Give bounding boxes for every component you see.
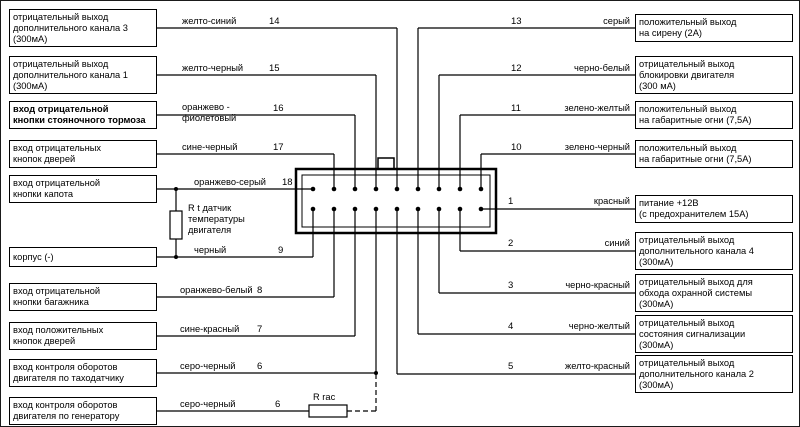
- door-pos-buttons-input-box: вход положительных кнопок дверей: [9, 322, 157, 350]
- connector-pins: [310, 186, 484, 212]
- parking-lights-output-1-box: положительный выход на габаритные огни (…: [635, 101, 793, 129]
- wire-color-label: черно-белый: [574, 63, 630, 73]
- trunk-button-input-box: вход отрицательной кнопки багажника: [9, 283, 157, 311]
- wire-color-label: зелено-желтый: [564, 103, 630, 113]
- pin-number-label: 14: [269, 16, 280, 27]
- wire-color-label: красный: [593, 196, 630, 206]
- bypass-output-box: отрицательный выход для обхода охранной …: [635, 274, 793, 312]
- neg-output-ch4-box: отрицательный выход дополнительного кана…: [635, 232, 793, 270]
- neg-output-ch2-box: отрицательный выход дополнительного кана…: [635, 355, 793, 393]
- wire-color-label: сине-черный: [182, 142, 238, 152]
- pin-number-label: 3: [508, 280, 514, 291]
- pin-number-label: 13: [511, 16, 522, 27]
- pin-number-label: 1: [508, 196, 514, 207]
- wire-color-label: черный: [194, 245, 227, 255]
- wire-color-label: черно-красный: [565, 280, 630, 290]
- pin-number-label: 8: [257, 285, 263, 296]
- pin-number-label: 10: [511, 142, 522, 153]
- wire-color-label: желто-синий: [182, 16, 237, 26]
- wire-color-label: серо-черный: [180, 399, 236, 409]
- ground-box: корпус (-): [9, 247, 157, 267]
- pin-number-label: 2: [508, 238, 514, 249]
- tacho-rpm-input-box: вход контроля оборотов двигателя по тахо…: [9, 359, 157, 387]
- connector-inner-outline: [301, 174, 491, 228]
- hood-button-input-box: вход отрицательной кнопки капота: [9, 175, 157, 203]
- parking-brake-input-box: вход отрицательной кнопки стояночного то…: [9, 101, 157, 129]
- parking-lights-output-2-box: положительный выход на габаритные огни (…: [635, 140, 793, 168]
- pin-number-label: 6: [257, 361, 263, 372]
- connector-body: [294, 167, 498, 235]
- pin-number-label: 18: [282, 177, 293, 188]
- temp-sensor-label: R t датчик температуры двигателя: [188, 203, 245, 235]
- wire-lines: [157, 27, 635, 412]
- wire-color-label: оранжево - фиолетовый: [182, 102, 237, 123]
- siren-output-box: положительный выход на сирену (2А): [635, 14, 793, 42]
- wire-color-label: черно-желтый: [568, 321, 630, 331]
- wire-color-label: оранжево-белый: [180, 285, 253, 295]
- engine-block-output-box: отрицательный выход блокировки двигателя…: [635, 56, 793, 94]
- pin-number-label: 17: [273, 142, 284, 153]
- pin-number-label: 7: [257, 324, 263, 335]
- pin-number-label: 11: [511, 103, 521, 114]
- alarm-status-output-box: отрицательный выход состояния сигнализац…: [635, 315, 793, 353]
- neg-output-ch3-box: отрицательный выход дополнительного кана…: [9, 9, 157, 47]
- wire-color-label: оранжево-серый: [194, 177, 267, 187]
- rrac-resistor: [308, 404, 348, 418]
- wire-color-label: серо-черный: [180, 361, 236, 371]
- wire-color-label: желто-черный: [182, 63, 244, 73]
- wire-color-label: синий: [604, 238, 630, 248]
- wire-color-label: серый: [603, 16, 630, 26]
- pin-number-label: 9: [278, 245, 284, 256]
- dashed-wire-lines: [347, 373, 377, 412]
- pin-number-label: 12: [511, 63, 522, 74]
- wire-color-label: желто-красный: [565, 361, 630, 371]
- pin-number-label: 15: [269, 63, 280, 74]
- neg-output-ch1-box: отрицательный выход дополнительного кана…: [9, 56, 157, 94]
- rrac-resistor-label: R rac: [313, 392, 336, 402]
- pin-number-label: 6: [275, 399, 281, 410]
- door-neg-buttons-input-box: вход отрицательных кнопок дверей: [9, 140, 157, 168]
- junction-dots: [174, 187, 378, 375]
- wire-color-label: зелено-черный: [564, 142, 630, 152]
- pin-number-label: 5: [508, 361, 514, 372]
- temp-sensor-resistor: [169, 210, 183, 240]
- pin-number-label: 16: [273, 103, 284, 114]
- pin-number-label: 4: [508, 321, 514, 332]
- power-12v-box: питание +12В (с предохранителем 15А): [635, 195, 793, 223]
- wire-color-label: сине-красный: [180, 324, 240, 334]
- generator-rpm-input-box: вход контроля оборотов двигателя по гене…: [9, 397, 157, 425]
